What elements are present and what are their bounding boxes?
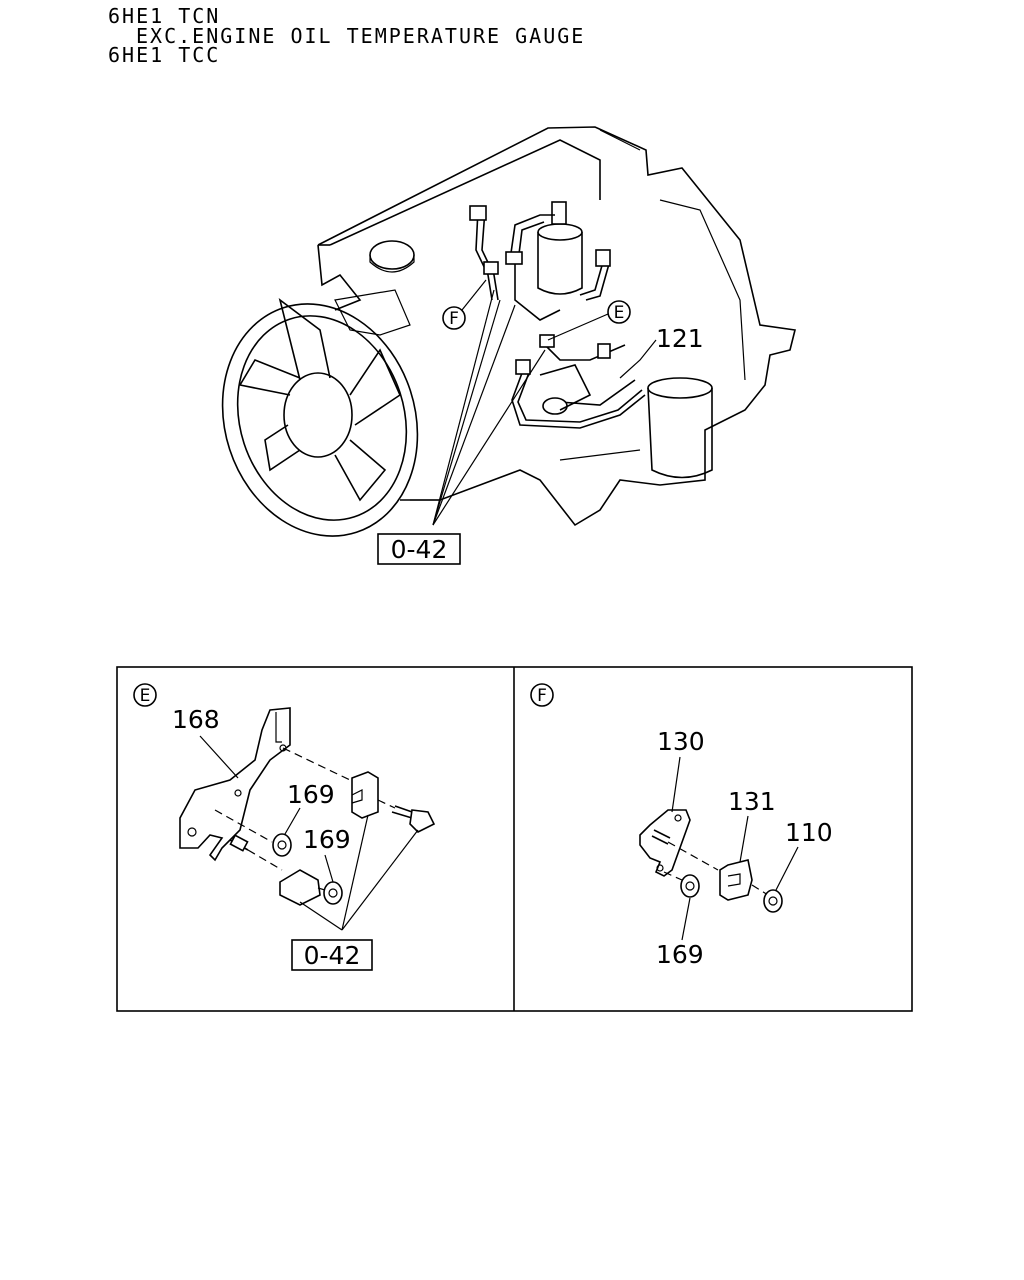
part-number-130: 130	[657, 727, 705, 756]
leaders-0-42	[432, 289, 546, 526]
detail-e-panel: E 168 169	[133, 683, 436, 971]
detail-e-reference-box[interactable]: 0-42	[291, 939, 373, 971]
detail-panels-frame	[116, 666, 913, 1012]
callout-f-letter: F	[449, 309, 459, 329]
part-number-169-lower: 169	[303, 825, 351, 854]
callout-f[interactable]: F	[442, 279, 487, 330]
part-number-169-upper: 169	[287, 780, 335, 809]
callout-e-letter: E	[614, 303, 625, 323]
detail-f-tag-letter: F	[537, 686, 547, 706]
oil-filter	[647, 377, 713, 479]
oil-filler-cap	[369, 240, 415, 270]
detail-f-tag: F	[530, 683, 554, 707]
part-number-121: 121	[656, 324, 704, 353]
nut-110	[763, 889, 783, 913]
nut-169-upper	[272, 833, 292, 857]
detail-f-panel: F 130 131 110 169	[530, 683, 833, 969]
engine-illustration: F E 121 0-42	[221, 126, 796, 565]
nut-169	[680, 874, 700, 898]
header-model-line-1: 6HE1 TCN	[108, 4, 221, 28]
reference-box-label: 0-42	[391, 535, 448, 564]
clip-block-lower	[279, 869, 321, 906]
canister	[537, 201, 583, 295]
header-model-line-2: 6HE1 TCC	[108, 43, 221, 67]
detail-e-tag-letter: E	[140, 686, 151, 706]
clip-block-upper	[351, 771, 379, 819]
oil-pipes	[469, 205, 646, 429]
header-condition-line: EXC.ENGINE OIL TEMPERATURE GAUGE	[136, 24, 586, 48]
part-number-131: 131	[728, 787, 776, 816]
clip-131	[719, 859, 753, 901]
reference-box-0-42[interactable]: 0-42	[377, 533, 461, 565]
fan-pulley	[221, 298, 440, 537]
detail-e-reference-box-label: 0-42	[304, 941, 361, 970]
bolt	[391, 805, 436, 833]
part-number-168: 168	[172, 705, 220, 734]
detail-e-tag: E	[133, 683, 157, 707]
leader-121	[619, 339, 657, 379]
plate-130	[639, 809, 691, 877]
callout-e[interactable]: E	[547, 300, 631, 341]
nut-169-lower	[323, 881, 343, 905]
part-number-169: 169	[656, 940, 704, 969]
part-number-110: 110	[785, 818, 833, 847]
bracket-168	[179, 707, 291, 862]
